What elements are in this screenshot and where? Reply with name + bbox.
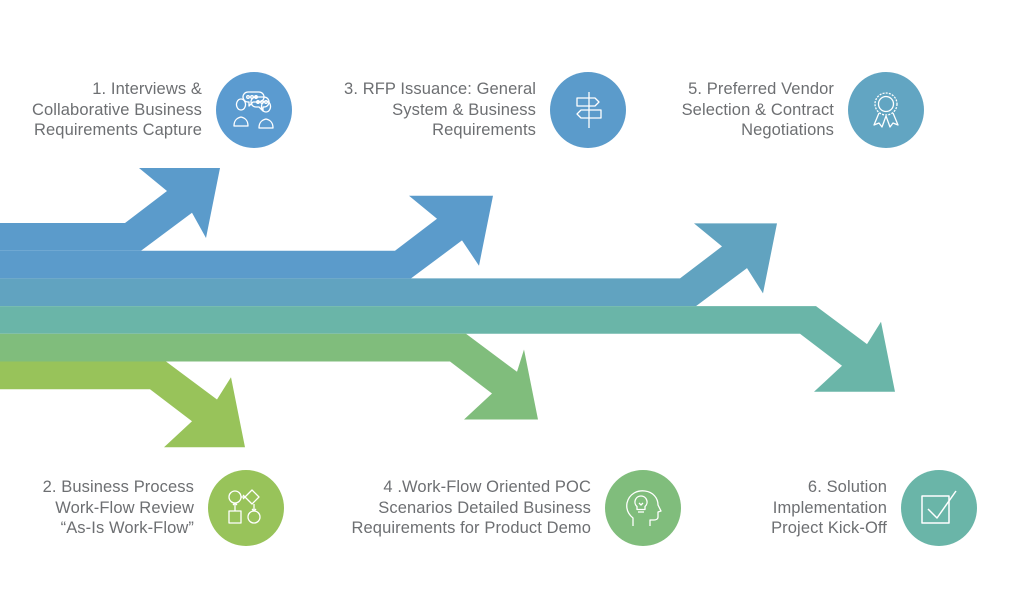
step-1-circle: [216, 72, 292, 148]
step-2-circle: [208, 470, 284, 546]
step-6-line-3: Project Kick-Off: [771, 519, 887, 538]
step-6: 6. Solution Implementation Project Kick-…: [771, 470, 977, 546]
step-5-circle: [848, 72, 924, 148]
arrow-step1: [0, 168, 220, 251]
step-5-line-3: Negotiations: [741, 121, 834, 140]
step-1-line-2: Collaborative Business: [31, 100, 202, 119]
step-4-line-3: Requirements for Product Demo: [351, 519, 591, 538]
step-3-line-1: 3. RFP Issuance: General: [344, 80, 536, 99]
step-3-circle: [550, 72, 626, 148]
arrow-step2: [0, 361, 245, 448]
step-2-line-1: 2. Business Process: [42, 478, 194, 497]
step-2-label: 2. Business Process Work-Flow Review “As…: [43, 477, 194, 539]
step-2-line-2: Work-Flow Review: [55, 498, 194, 517]
step-4-circle: [605, 470, 681, 546]
step-3-line-2: System & Business: [392, 100, 536, 119]
arrow-step4: [0, 333, 538, 420]
step-3: 3. RFP Issuance: General System & Busine…: [344, 72, 626, 148]
arrow-step5: [0, 223, 777, 307]
step-5: 5. Preferred Vendor Selection & Contract…: [682, 72, 924, 148]
step-5-line-2: Selection & Contract: [681, 100, 834, 119]
step-6-line-1: 6. Solution: [807, 478, 887, 497]
step-1-label: 1. Interviews & Collaborative Business R…: [32, 79, 202, 141]
step-4: 4 .Work-Flow Oriented POC Scenarios Deta…: [352, 470, 681, 546]
step-1: 1. Interviews & Collaborative Business R…: [32, 72, 292, 148]
step-1-line-1: 1. Interviews &: [92, 80, 202, 99]
step-4-line-1: 4 .Work-Flow Oriented POC: [383, 478, 591, 497]
step-3-line-3: Requirements: [432, 121, 536, 140]
step-5-label: 5. Preferred Vendor Selection & Contract…: [682, 79, 834, 141]
step-6-label: 6. Solution Implementation Project Kick-…: [771, 477, 887, 539]
arrow-step3: [0, 195, 493, 279]
people-conversation-icon: [233, 91, 274, 129]
checkbox-check-icon: [921, 490, 957, 524]
step-4-label: 4 .Work-Flow Oriented POC Scenarios Deta…: [352, 477, 592, 539]
step-4-line-2: Scenarios Detailed Business: [378, 498, 591, 517]
step-3-label: 3. RFP Issuance: General System & Busine…: [344, 79, 536, 141]
step-5-line-1: 5. Preferred Vendor: [688, 80, 834, 99]
head-lightbulb-icon: [626, 490, 662, 526]
award-ribbon-icon: [873, 92, 899, 128]
step-1-line-3: Requirements Capture: [34, 121, 202, 140]
arrow-step6: [0, 306, 895, 392]
flowchart-icon: [228, 489, 261, 524]
step-6-circle: [901, 470, 977, 546]
step-2: 2. Business Process Work-Flow Review “As…: [43, 470, 284, 546]
signpost-icon: [576, 92, 602, 128]
step-2-line-3: “As-Is Work-Flow”: [60, 519, 194, 538]
step-6-line-2: Implementation: [772, 498, 887, 517]
